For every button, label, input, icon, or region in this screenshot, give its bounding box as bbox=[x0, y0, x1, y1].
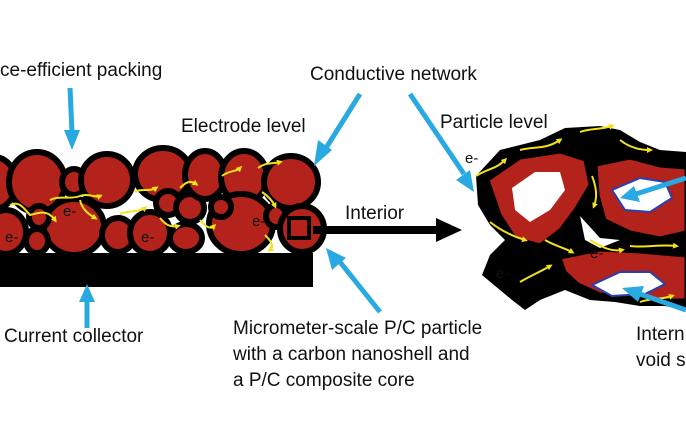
conductive-network-label: Conductive network bbox=[310, 64, 477, 85]
electron-label: e- bbox=[5, 229, 18, 246]
particle bbox=[208, 194, 234, 220]
electron-paths-electrode bbox=[9, 159, 283, 252]
current-collector-bar bbox=[0, 253, 313, 287]
interior-label: Interior bbox=[345, 203, 405, 224]
particle-cluster: e- e- e- bbox=[465, 124, 686, 310]
pointer-arrows bbox=[64, 87, 686, 328]
electron-label: e- bbox=[590, 245, 603, 262]
electron-label: e- bbox=[141, 229, 154, 246]
particle-description-line-3: a P/C composite core bbox=[233, 370, 415, 391]
electrode-level-label: Electrode level bbox=[181, 116, 306, 137]
particle-level-label: Particle level bbox=[440, 112, 548, 133]
electron-label: e- bbox=[465, 150, 478, 167]
interior-arrow bbox=[313, 218, 462, 242]
interior-highlight-box bbox=[287, 216, 311, 240]
electron-paths-particle bbox=[475, 124, 679, 303]
particle bbox=[26, 203, 52, 231]
electron-label: e- bbox=[496, 265, 509, 282]
internal-void-label-line-1: Intern bbox=[636, 324, 685, 345]
electron-label: e- bbox=[252, 213, 265, 230]
internal-void bbox=[589, 271, 667, 298]
current-collector-label: Current collector bbox=[4, 326, 144, 347]
internal-void bbox=[512, 172, 565, 222]
particle-description-line-1: Micrometer-scale P/C particle bbox=[233, 318, 483, 339]
internal-void-label-line-2: void s bbox=[636, 350, 686, 371]
packing-label: ce-efficient packing bbox=[0, 60, 163, 81]
particle bbox=[167, 221, 205, 255]
electron-label: e- bbox=[63, 203, 76, 220]
particle-description-line-2: with a carbon nanoshell and bbox=[233, 344, 470, 365]
particle bbox=[23, 226, 51, 256]
particle bbox=[78, 151, 136, 209]
electrode-particles bbox=[0, 145, 327, 258]
